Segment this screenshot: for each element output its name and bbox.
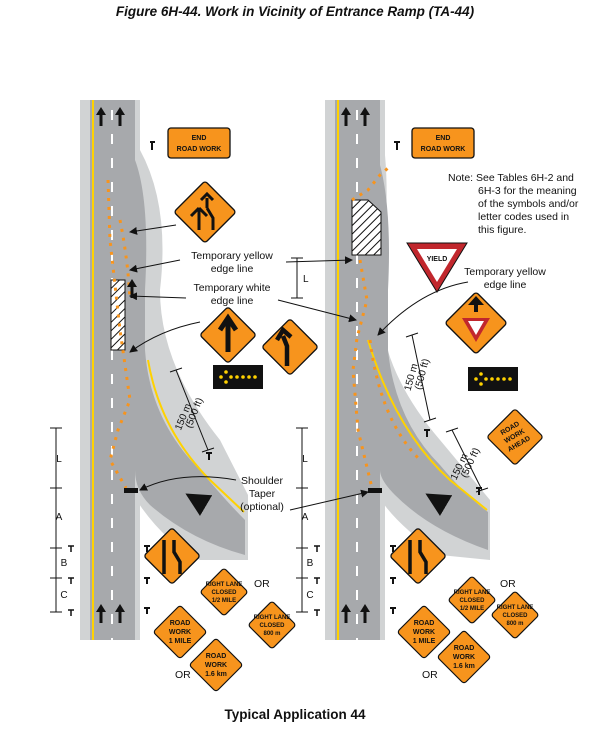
label-temp-yellow-2: edge line [211, 263, 254, 275]
rlc-left-2: CLOSED [211, 590, 237, 596]
end-road-work-sign-right [411, 127, 475, 159]
right-channelizers [351, 259, 374, 489]
right-mainline [335, 100, 380, 640]
rwkm-left-1: ROAD [206, 653, 227, 660]
dim-C-right: C [306, 590, 313, 601]
or-label-4: OR [422, 669, 438, 681]
left-mainline [90, 100, 135, 640]
yield-text: YIELD [427, 256, 448, 263]
rlc-left-1: RIGHT LANE [206, 582, 243, 588]
end-road-work-sign-left [167, 127, 231, 159]
label-yellow-right-2: edge line [484, 279, 527, 291]
rwkm-right-1: ROAD [454, 645, 475, 652]
label-shoulder-3: (optional) [240, 501, 284, 513]
rlcm-right-2: CLOSED [502, 613, 528, 619]
dim-C-left: C [60, 590, 67, 601]
rw-right-3: 1 MILE [413, 638, 436, 645]
merge-arrow-sign [275, 326, 293, 366]
rlc-right-3: 1/2 MILE [460, 606, 484, 612]
figure-caption: Typical Application 44 [224, 707, 366, 722]
left-signs: END ROAD WORK RIGHT LANE CLOSED [129, 127, 318, 692]
label-yellow-right-1: Temporary yellow [464, 266, 546, 278]
dim-B-left: B [61, 558, 68, 569]
end-road-work-line1: END [192, 135, 207, 142]
dim-A-right: A [302, 512, 309, 523]
erw-right-2: ROAD WORK [421, 146, 466, 153]
rlc-right-2: CLOSED [459, 598, 485, 604]
erw-right-1: END [436, 135, 451, 142]
rlcm-left-1: RIGHT LANE [254, 615, 291, 621]
note-line-1: Note: See Tables 6H-2 and [448, 172, 574, 184]
lane-closure-sign-left [162, 540, 182, 574]
rlcm-left-3: 800 m [263, 631, 280, 637]
rw-right-2: WORK [413, 629, 435, 636]
lane-closure-sign-right [408, 540, 428, 574]
end-road-work-line2: ROAD WORK [177, 146, 222, 153]
label-temp-white-1: Temporary white [193, 282, 270, 294]
or-label-2: OR [175, 669, 191, 681]
label-shoulder-1: Shoulder [241, 475, 284, 487]
label-temp-yellow-1: Temporary yellow [191, 250, 273, 262]
rlcm-right-1: RIGHT LANE [497, 605, 534, 611]
or-label-1: OR [254, 578, 270, 590]
note-line-4: letter codes used in [478, 211, 569, 223]
rwkm-left-3: 1.6 km [205, 671, 227, 678]
rw-right-1: ROAD [414, 620, 435, 627]
rwkm-right-3: 1.6 km [453, 663, 475, 670]
dim-L-left: L [56, 454, 62, 465]
rw-left-2: WORK [169, 629, 191, 636]
figure-title: Figure 6H-44. Work in Vicinity of Entran… [115, 4, 475, 19]
labels: Temporary yellow edge line Temporary whi… [129, 172, 579, 513]
right-signs: END ROAD WORK YIELD ROAD WORK AHEAD RIGH… [390, 127, 543, 684]
label-temp-white-2: edge line [211, 295, 254, 307]
rlcm-left-2: CLOSED [259, 623, 285, 629]
left-scenario [80, 100, 248, 640]
label-shoulder-2: Taper [249, 488, 276, 500]
note-line-5: this figure. [478, 224, 526, 236]
rwkm-left-2: WORK [205, 662, 227, 669]
note-line-3: of the symbols and/or [478, 198, 579, 210]
note-line-2: 6H-3 for the meaning [478, 185, 577, 197]
rlc-left-3: 1/2 MILE [212, 598, 236, 604]
right-scenario [325, 100, 490, 640]
rlc-right-1: RIGHT LANE [454, 590, 491, 596]
dim-B-right: B [307, 558, 314, 569]
rw-left-1: ROAD [170, 620, 191, 627]
dim-L-yield: L [303, 274, 309, 285]
left-entrance-ramp [135, 160, 245, 555]
right-entrance-ramp [380, 165, 488, 550]
dim-150-ra-2: (500 ft) [413, 358, 432, 391]
right-work-area [351, 199, 382, 256]
rw-left-3: 1 MILE [169, 638, 192, 645]
dim-A-left: A [56, 512, 63, 523]
lane-ends-arrow-sign [217, 313, 239, 352]
dim-L-right: L [302, 454, 308, 465]
rwkm-right-2: WORK [453, 654, 475, 661]
rlcm-right-3: 800 m [506, 621, 523, 627]
or-label-3: OR [500, 578, 516, 590]
